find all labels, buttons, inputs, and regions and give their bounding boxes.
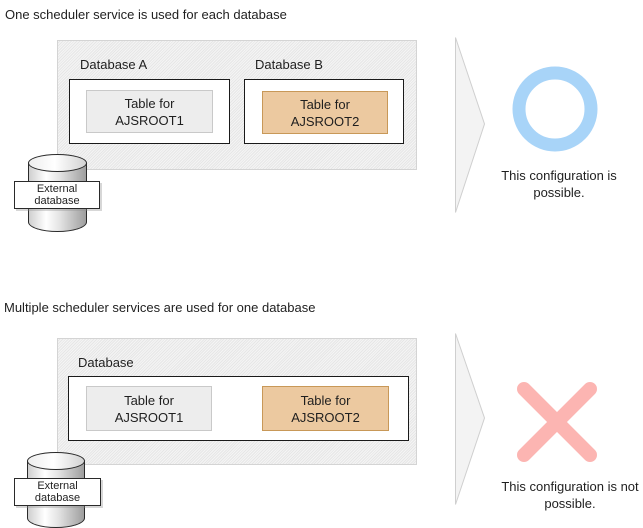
arrow-shape [455,37,485,213]
arrow-shape [455,333,485,505]
section2-title: Multiple scheduler services are used for… [4,300,316,315]
table-ajsroot1-box-2: Table for AJSROOT1 [86,386,212,431]
database-b-label: Database B [255,57,323,72]
external-database-label-2: External database [14,478,101,506]
external-database-label: External database [14,181,100,209]
x-cross-strokes [517,382,597,462]
cylinder-top-ellipse [28,154,87,172]
possible-ring [512,66,598,152]
table-ajsroot2-box: Table for AJSROOT2 [262,91,388,134]
possible-circle-icon [512,66,598,152]
cylinder-top-ellipse [27,452,85,470]
possible-result-text: This configuration is possible. [501,168,617,200]
table-ajsroot1-box: Table for AJSROOT1 [86,90,213,133]
section1-title: One scheduler service is used for each d… [5,7,287,22]
database-a-label: Database A [80,57,148,72]
flow-arrow-icon [455,37,485,213]
not-possible-x-icon [517,382,597,462]
flow-arrow-icon-2 [455,333,485,505]
table-ajsroot2-box-2: Table for AJSROOT2 [262,386,389,431]
database-label: Database [78,355,134,370]
not-possible-result-text: This configuration is not possible. [501,479,639,511]
